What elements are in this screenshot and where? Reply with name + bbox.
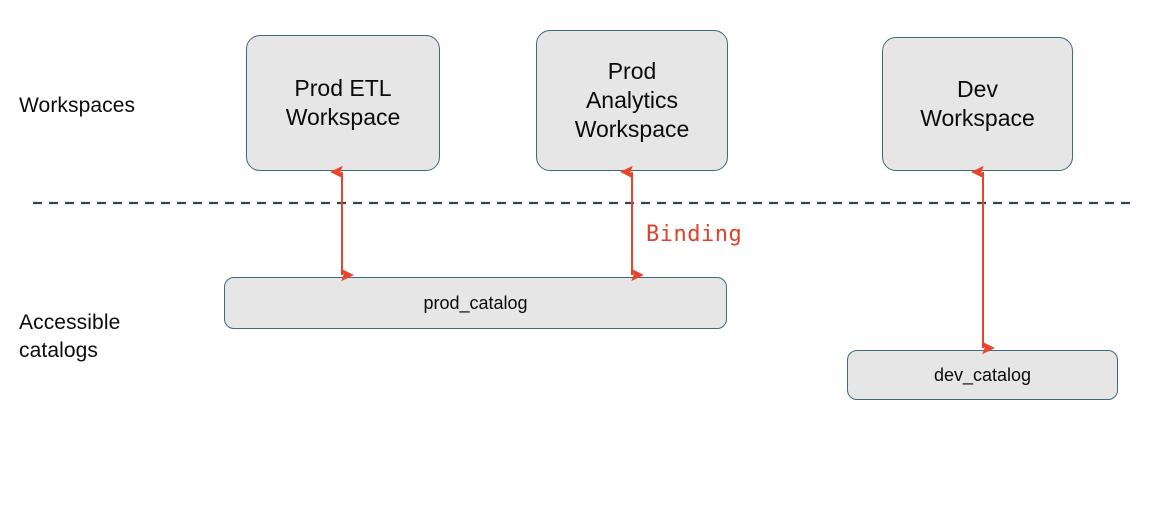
- workspace-node-prod-etl[interactable]: Prod ETL Workspace: [246, 35, 440, 171]
- catalog-node-dev-catalog-label: dev_catalog: [933, 365, 1032, 385]
- workspace-node-dev-workspace[interactable]: Dev Workspace: [882, 37, 1073, 171]
- workspace-node-prod-etl-label: Prod ETL Workspace: [285, 75, 401, 130]
- workspace-node-prod-analytics[interactable]: Prod Analytics Workspace: [536, 30, 728, 171]
- workspace-node-prod-analytics-label: Prod Analytics Workspace: [574, 58, 690, 142]
- catalog-node-prod-catalog[interactable]: prod_catalog: [224, 277, 727, 329]
- workspace-node-dev-workspace-label: Dev Workspace: [920, 76, 1035, 131]
- row-label-accessible-catalogs: Accessible catalogs: [19, 311, 121, 362]
- binding-annotation-label: Binding: [646, 222, 743, 247]
- catalog-node-prod-catalog-label: prod_catalog: [423, 293, 528, 313]
- row-label-workspaces: Workspaces: [19, 94, 136, 117]
- catalog-node-dev-catalog[interactable]: dev_catalog: [847, 350, 1118, 400]
